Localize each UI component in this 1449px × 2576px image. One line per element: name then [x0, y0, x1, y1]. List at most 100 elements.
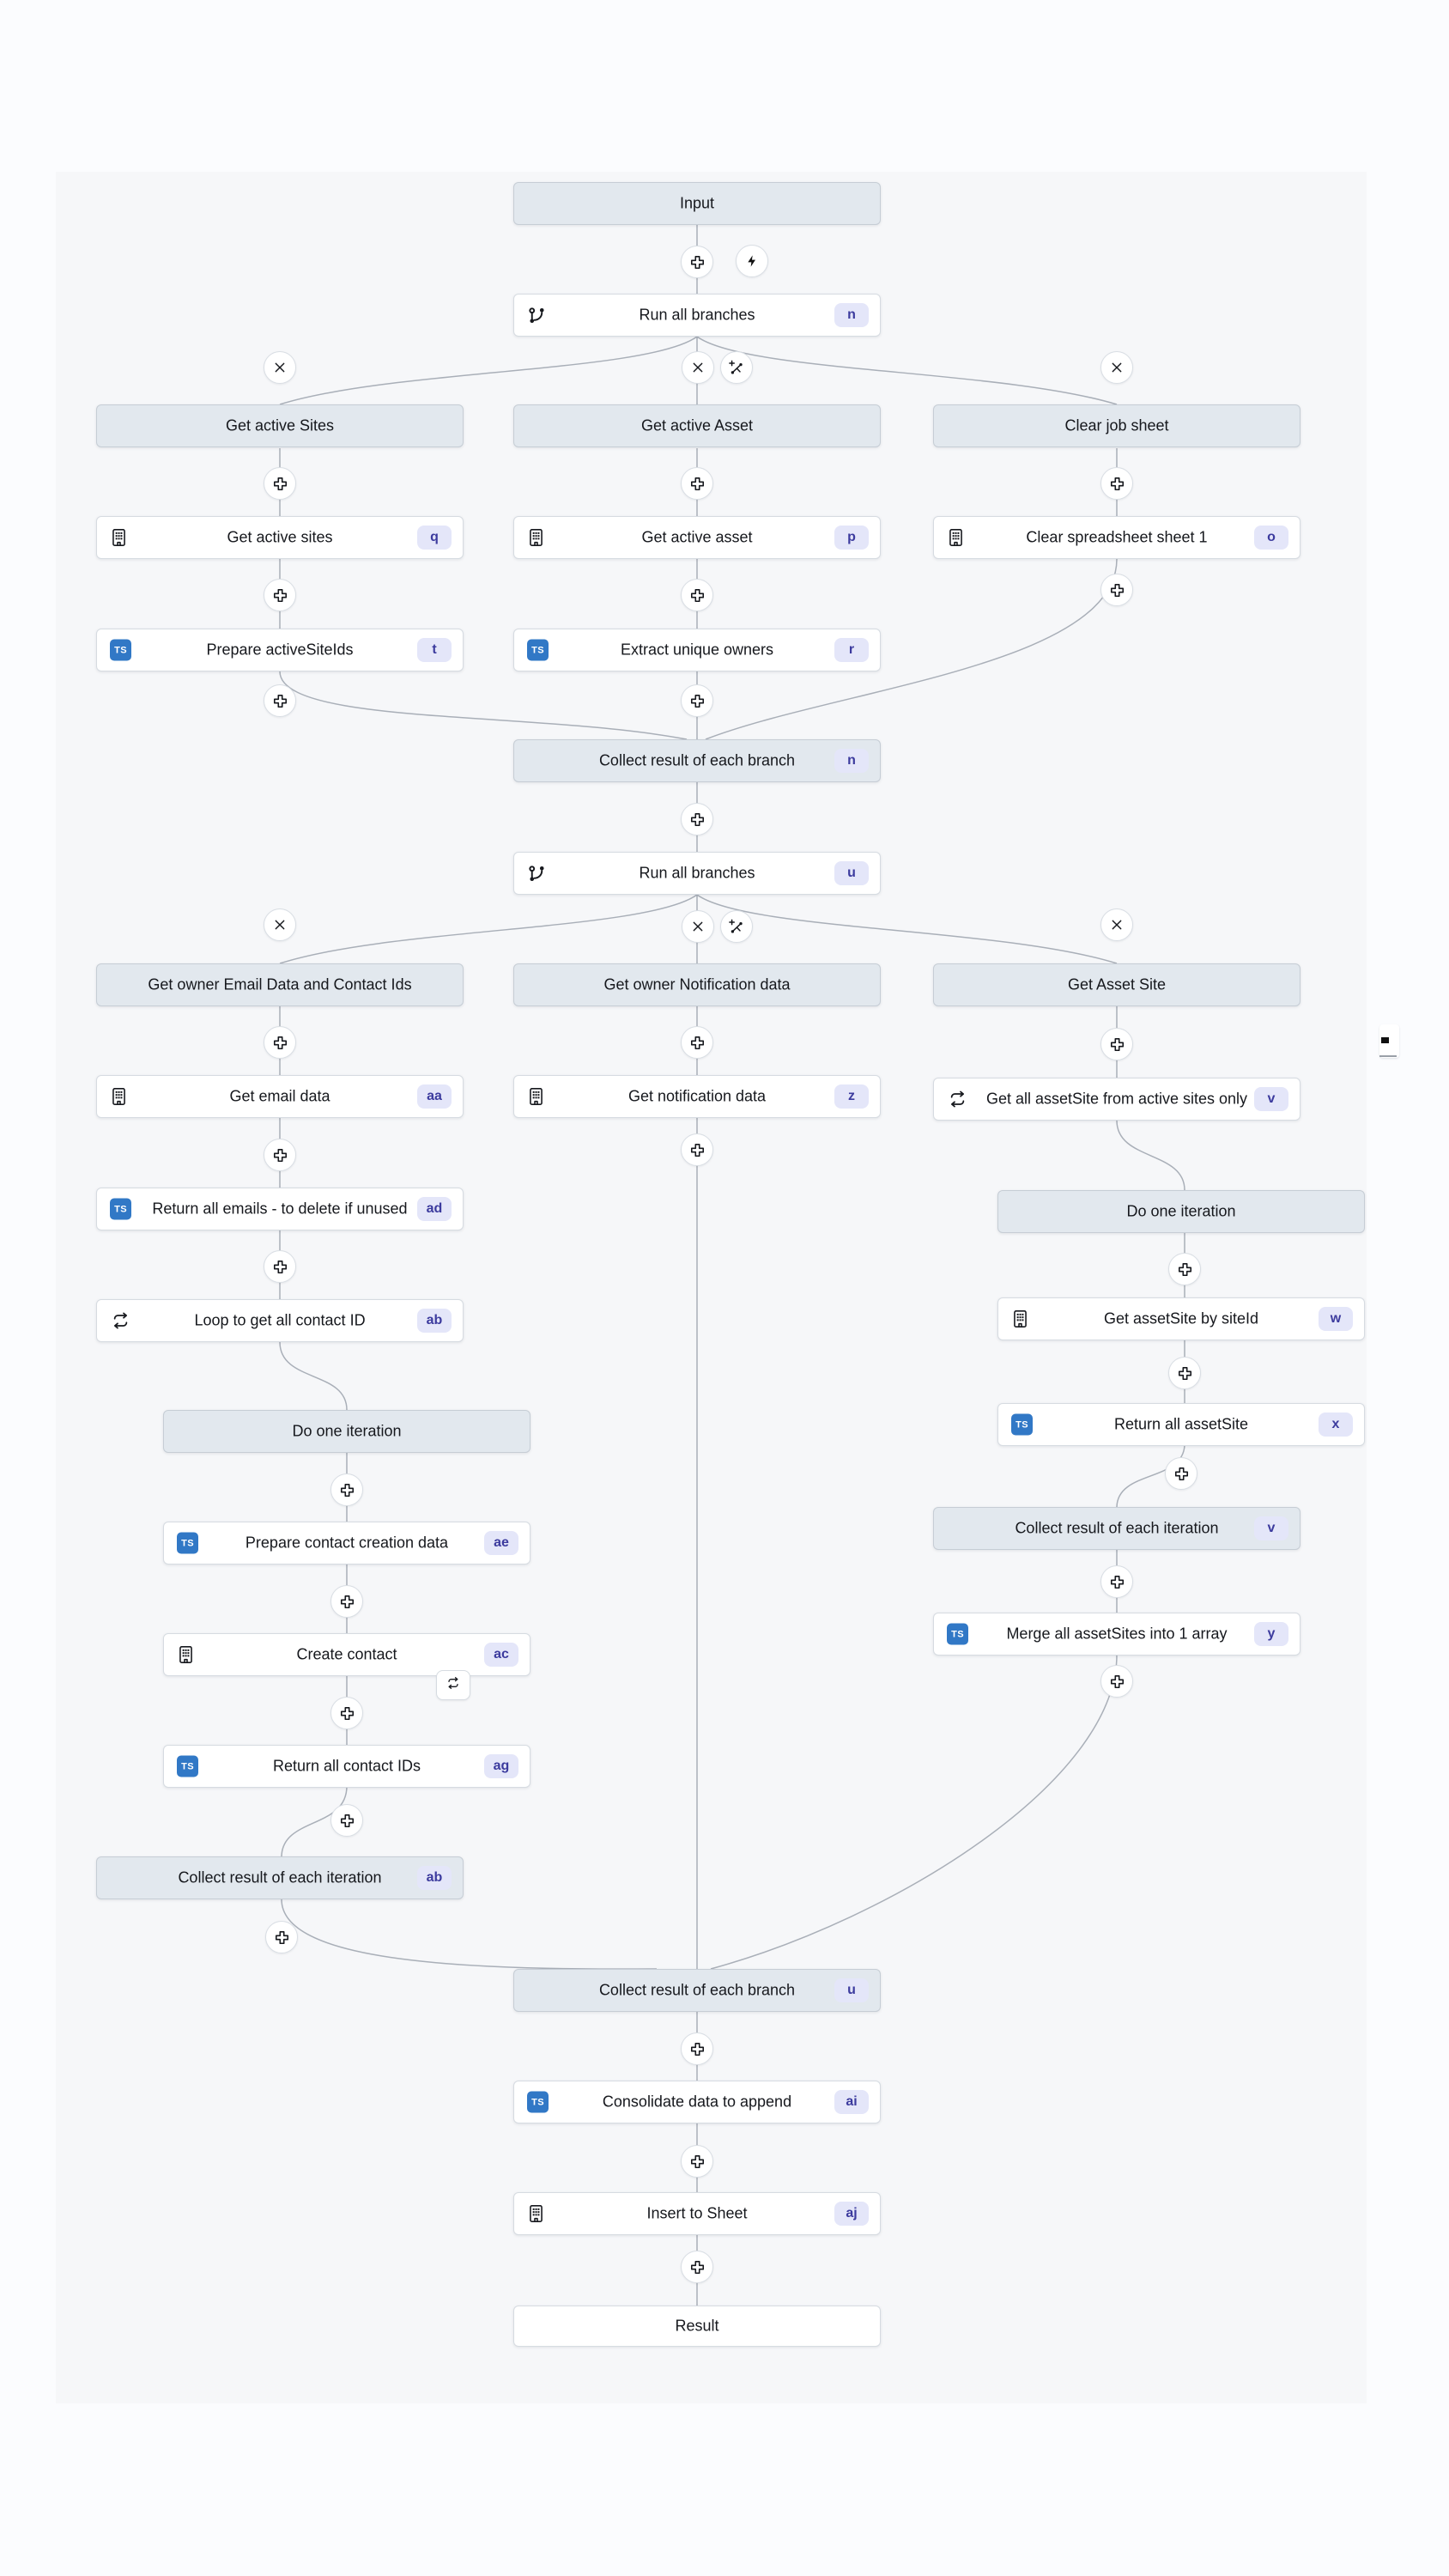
add-step-button[interactable] [1100, 467, 1133, 500]
add-step-button[interactable] [1168, 1253, 1201, 1285]
delete-branch-button[interactable] [1100, 351, 1133, 384]
node-label: Get Asset Site [1067, 975, 1167, 993]
add-step-button[interactable] [330, 1697, 363, 1729]
add-step-button[interactable] [264, 1250, 296, 1283]
plus-icon [689, 254, 706, 270]
do-one-iteration-left[interactable]: Do one iteration [163, 1410, 530, 1453]
node-label: Get notification data [627, 1087, 767, 1105]
delete-branch-button[interactable] [264, 908, 296, 941]
add-step-button[interactable] [1168, 1357, 1201, 1389]
execution-badge: y [1254, 1622, 1288, 1646]
lightning-icon [745, 254, 759, 268]
delete-branch-button[interactable] [264, 351, 296, 384]
add-step-button[interactable] [1100, 1028, 1133, 1060]
add-step-button[interactable] [330, 1585, 363, 1618]
add-step-button[interactable] [1100, 1665, 1133, 1698]
add-step-button[interactable] [681, 1133, 713, 1166]
input-node[interactable]: Input [513, 182, 881, 225]
delete-branch-button[interactable] [682, 910, 714, 943]
get-active-sites-header[interactable]: Get active Sites [96, 404, 464, 447]
delete-branch-button[interactable] [682, 351, 714, 384]
get-owner-notification-header[interactable]: Get owner Notification data [513, 963, 881, 1006]
delete-branch-button[interactable] [1100, 908, 1133, 941]
node-label: Get active Sites [225, 416, 335, 434]
plus-icon [689, 1142, 706, 1158]
x-icon [1110, 918, 1124, 932]
plus-icon [1109, 1674, 1125, 1690]
get-owner-email-data-header[interactable]: Get owner Email Data and Contact Ids [96, 963, 464, 1006]
get-active-asset-header[interactable]: Get active Asset [513, 404, 881, 447]
add-step-button[interactable] [681, 684, 713, 717]
execution-badge: z [834, 1084, 869, 1109]
add-step-button[interactable] [1100, 574, 1133, 606]
add-step-button[interactable] [681, 467, 713, 500]
get-all-assetsite[interactable]: Get all assetSite from active sites only… [933, 1078, 1300, 1121]
node-label: Run all branches [639, 306, 755, 324]
node-label: Prepare contact creation data [245, 1534, 449, 1552]
add-step-button[interactable] [330, 1804, 363, 1837]
plus-icon [1177, 1365, 1193, 1382]
get-notification-data[interactable]: Get notification data z [513, 1075, 881, 1118]
add-step-button[interactable] [681, 2032, 713, 2065]
add-step-button[interactable] [330, 1473, 363, 1506]
node-label: Do one iteration [1126, 1202, 1236, 1220]
add-step-button[interactable] [1165, 1457, 1197, 1490]
trigger-bolt-button[interactable] [736, 245, 768, 277]
add-step-button[interactable] [681, 246, 713, 278]
add-branch-button[interactable] [720, 910, 753, 943]
do-one-iteration-right[interactable]: Do one iteration [997, 1190, 1365, 1233]
add-step-button[interactable] [264, 579, 296, 611]
add-step-button[interactable] [264, 1026, 296, 1059]
add-step-button[interactable] [264, 1139, 296, 1171]
node-label: Result [675, 2317, 719, 2335]
building-icon [527, 528, 545, 548]
get-asset-site-header[interactable]: Get Asset Site [933, 963, 1300, 1006]
plus-icon [1109, 582, 1125, 598]
add-step-button[interactable] [265, 1921, 298, 1953]
plus-icon [689, 476, 706, 492]
add-step-button[interactable] [681, 1026, 713, 1059]
building-icon [527, 1087, 545, 1107]
add-step-button[interactable] [681, 803, 713, 835]
execution-badge: r [834, 638, 869, 662]
node-label: Create contact [296, 1645, 397, 1663]
plus-icon [339, 1813, 355, 1829]
clear-job-sheet-header[interactable]: Clear job sheet [933, 404, 1300, 447]
add-branch-button[interactable] [720, 351, 753, 384]
plus-icon [272, 693, 288, 709]
add-step-button[interactable] [264, 467, 296, 500]
add-step-button[interactable] [681, 2145, 713, 2178]
node-label: Collect result of each iteration [178, 1868, 382, 1886]
execution-badge: u [834, 1978, 869, 2002]
add-step-button[interactable] [264, 684, 296, 717]
building-icon [527, 2204, 545, 2224]
result-node[interactable]: Result [513, 2306, 881, 2347]
execution-badge: u [834, 861, 869, 885]
add-step-button[interactable] [681, 2251, 713, 2283]
add-step-button[interactable] [1100, 1565, 1133, 1598]
add-step-button[interactable] [681, 579, 713, 611]
node-label: Get owner Email Data and Contact Ids [148, 975, 412, 993]
